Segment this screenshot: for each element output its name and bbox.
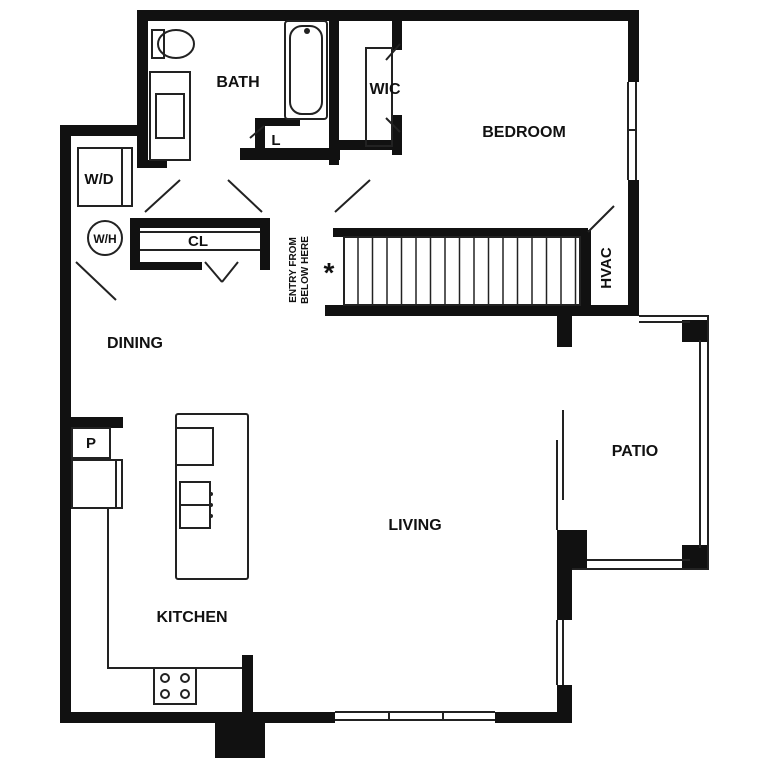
label-hvac: HVAC	[598, 247, 615, 289]
water-heater	[87, 220, 123, 256]
label-wh: W/H	[93, 232, 116, 246]
label-dining: DINING	[107, 335, 163, 352]
label-laundry: L	[271, 132, 280, 149]
label-patio: PATIO	[612, 443, 659, 460]
washer-dryer	[77, 147, 133, 207]
label-closet: CL	[188, 233, 208, 250]
toilet-bowl	[157, 29, 195, 59]
stove	[153, 667, 197, 705]
label-pantry: P	[86, 435, 96, 452]
label-bedroom: BEDROOM	[482, 124, 566, 141]
entry-line1: ENTRY FROM	[288, 237, 299, 303]
bathtub	[284, 20, 328, 120]
entry-marker: *	[324, 257, 335, 288]
pantry-box	[71, 427, 111, 459]
kitchen-island	[175, 413, 249, 580]
label-kitchen: KITCHEN	[156, 609, 227, 626]
label-living: LIVING	[388, 517, 441, 534]
bedroom-window	[627, 82, 637, 180]
faucet-icon	[209, 28, 310, 518]
living-window	[335, 711, 495, 721]
kitchen-counter	[71, 507, 242, 669]
door-swings	[75, 43, 615, 301]
thin-lines	[71, 20, 709, 721]
patio-slider	[556, 410, 564, 530]
stairs	[343, 236, 581, 306]
walls	[60, 10, 708, 758]
stove-burners-icon	[160, 673, 190, 699]
vanity	[149, 71, 191, 161]
room-labels: BATH WIC BEDROOM L W/D W/H CL DINING PAT…	[84, 74, 658, 626]
stair-treads	[357, 237, 577, 305]
fridge	[71, 459, 123, 509]
patio-outline	[572, 315, 709, 570]
label-wic: WIC	[369, 81, 401, 98]
label-wd: W/D	[84, 171, 113, 188]
label-bath: BATH	[216, 74, 259, 91]
entry-line2: BELOW HERE	[300, 236, 311, 304]
